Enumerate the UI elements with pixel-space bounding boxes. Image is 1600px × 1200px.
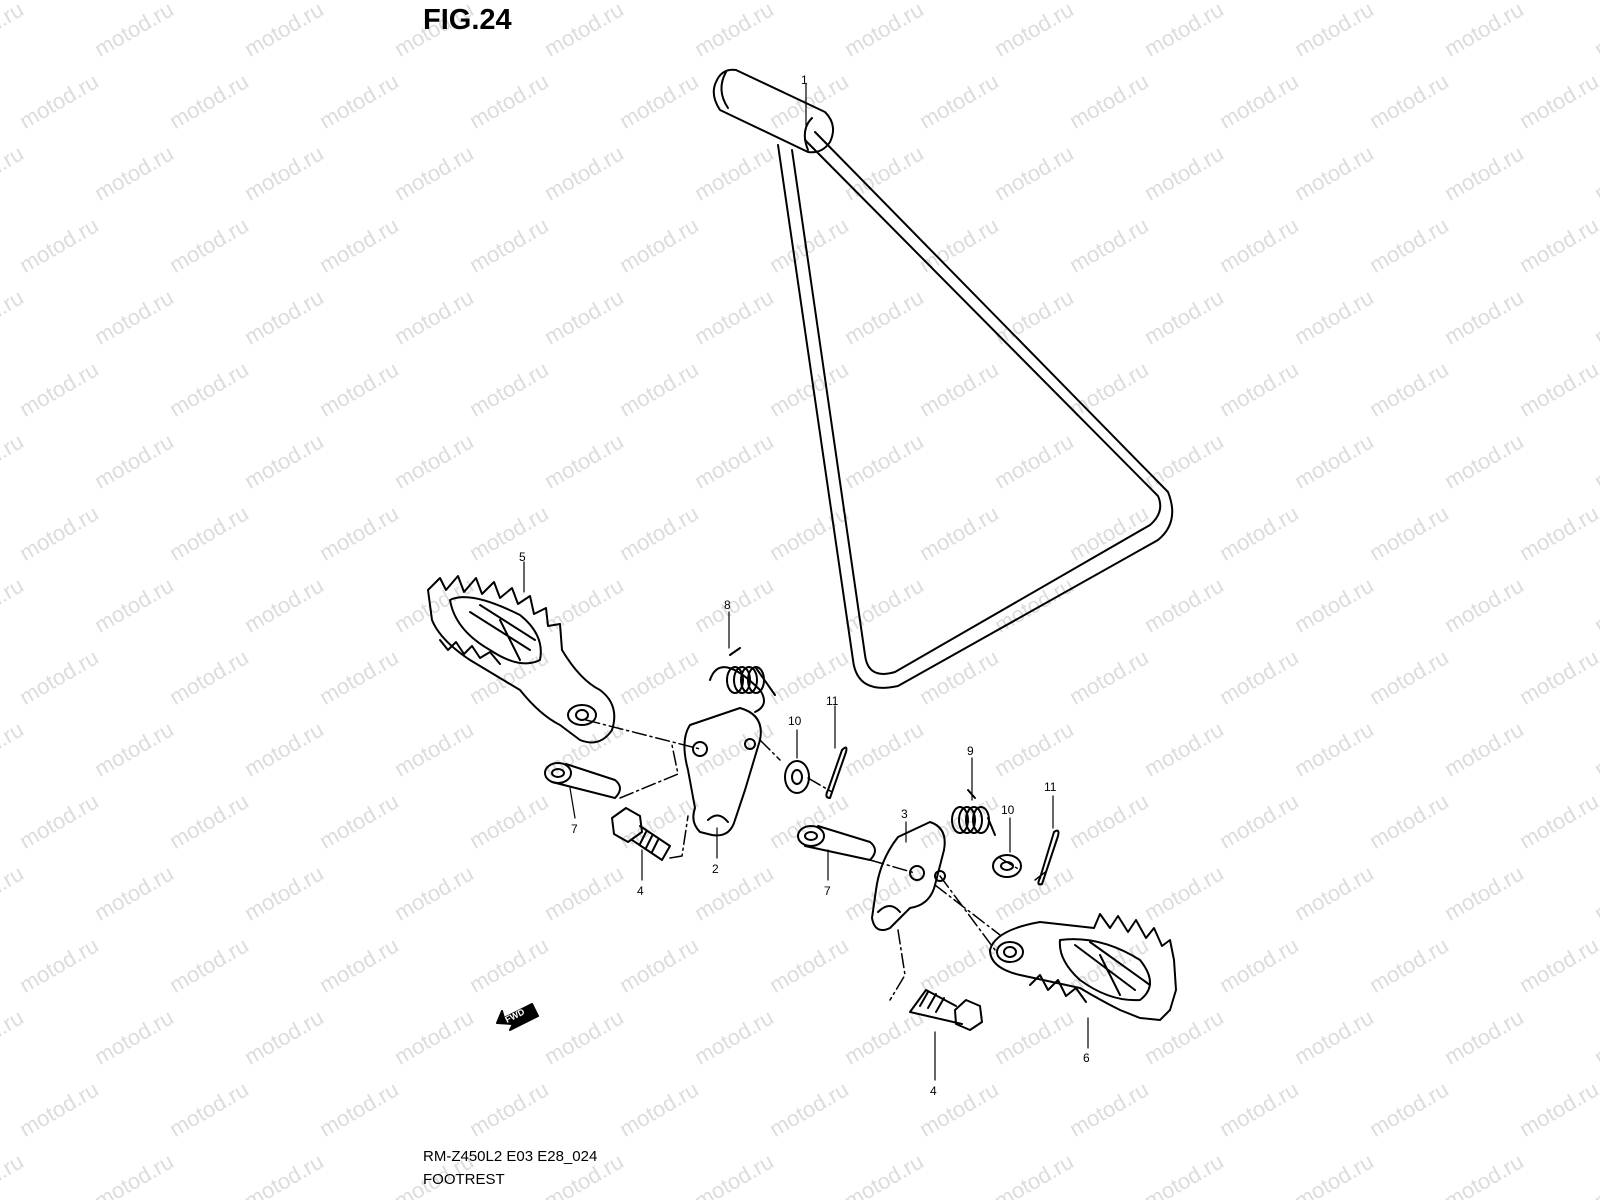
pin-part-left xyxy=(544,762,621,799)
callout-8: 8 xyxy=(724,598,731,612)
pin-part-right xyxy=(797,825,876,861)
bolt-part-left xyxy=(611,807,671,861)
assembly-lines xyxy=(585,719,1049,1001)
right-footrest-part xyxy=(989,913,1177,1021)
callout-9: 9 xyxy=(967,744,974,758)
cotter-pin-part-right xyxy=(1037,829,1060,886)
callout-10-right: 10 xyxy=(1001,803,1015,817)
callout-2: 2 xyxy=(712,862,719,876)
left-bracket-part xyxy=(683,666,765,837)
left-footrest-part xyxy=(427,575,616,744)
callout-7-right: 7 xyxy=(824,884,831,898)
callout-7-left: 7 xyxy=(571,822,578,836)
callout-4-left: 4 xyxy=(637,884,644,898)
callout-3: 3 xyxy=(901,807,908,821)
leader-lines xyxy=(523,83,1089,1081)
diagram-caption: FOOTREST xyxy=(423,1171,505,1188)
callout-6: 6 xyxy=(1083,1051,1090,1065)
spring-part-left xyxy=(726,647,776,696)
fwd-arrow-icon xyxy=(496,1003,539,1031)
diagram-code: RM-Z450L2 E03 E28_024 xyxy=(423,1148,598,1165)
callout-11-right: 11 xyxy=(1044,780,1057,794)
right-bracket-part xyxy=(871,821,946,931)
cotter-pin-part-left xyxy=(825,746,848,799)
figure-title: FIG.24 xyxy=(423,4,512,36)
washer-part-left xyxy=(784,760,810,794)
callout-1: 1 xyxy=(801,73,808,87)
spring-part-right xyxy=(951,789,996,836)
callout-4-right: 4 xyxy=(930,1084,937,1098)
stand-part xyxy=(712,68,1174,689)
callout-11-left: 11 xyxy=(826,694,839,708)
bolt-part-right xyxy=(909,989,983,1031)
callout-10-left: 10 xyxy=(788,714,802,728)
callout-5: 5 xyxy=(519,550,526,564)
washer-part-right xyxy=(992,854,1022,878)
